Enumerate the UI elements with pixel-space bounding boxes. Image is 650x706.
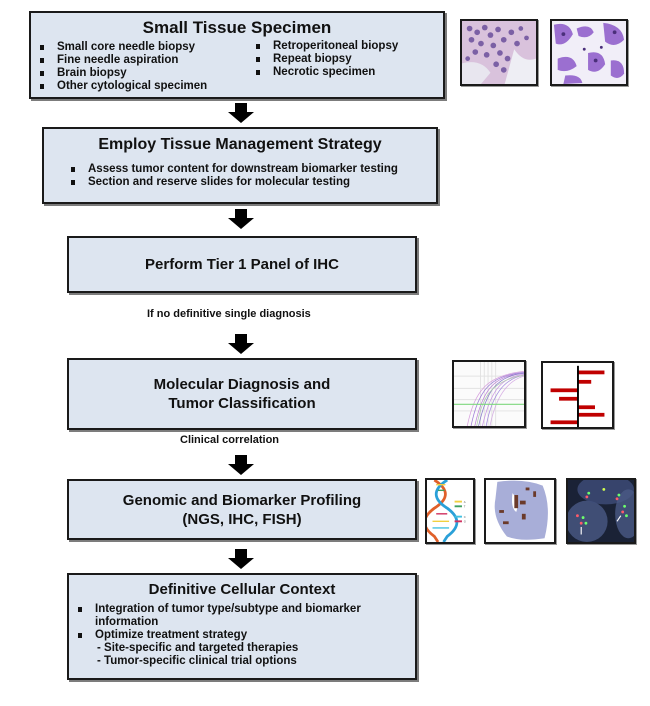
step-title-line1: Molecular Diagnosis and [153,376,331,393]
context-list: Integration of tumor type/subtype and bi… [75,603,415,642]
step-title: Perform Tier 1 Panel of IHC [145,256,339,273]
list-item: Assess tumor content for downstream biom… [68,163,438,176]
step-title: Definitive Cellular Context [148,581,336,598]
h-and-e-histology-image [460,19,538,86]
dna-legend-t: T [464,505,466,509]
list-item: Section and reserve slides for molecular… [68,176,438,189]
down-arrow-icon [228,455,254,475]
step-title-line2: (NGS, IHC, FISH) [182,511,302,528]
step-tier1-ihc-panel: Perform Tier 1 Panel of IHC [67,236,417,293]
step-title: Small Tissue Specimen [142,18,332,37]
dna-double-helix-image: A T C G [425,478,475,544]
list-item-text: Optimize treatment strategy [95,629,248,641]
fish-fluorescence-image [566,478,636,544]
specimen-list-right: Retroperitoneal biopsy Repeat biopsy Nec… [253,40,443,79]
bar-diagram-image [541,361,614,429]
connector-label: If no definitive single diagnosis [147,308,311,320]
list-item-line1: Integration of tumor type/subtype and bi… [95,603,361,615]
cytology-smear-image [550,19,628,86]
dna-legend-c: C [464,515,466,519]
step-tissue-management-strategy: Employ Tissue Management Strategy Assess… [42,127,438,204]
sub-item: - Tumor-specific clinical trial options [97,655,297,667]
ihc-stained-section-image [484,478,556,544]
step-title-line1: Genomic and Biomarker Profiling [122,492,362,509]
list-item: Integration of tumor type/subtype and bi… [75,603,415,629]
list-item: Fine needle aspiration [37,54,257,67]
list-item: Necrotic specimen [253,66,443,79]
list-item: Small core needle biopsy [37,41,257,54]
list-item: Retroperitoneal biopsy [253,40,443,53]
specimen-list-left: Small core needle biopsy Fine needle asp… [37,41,257,93]
dna-legend-a: A [464,500,466,504]
list-item: Repeat biopsy [253,53,443,66]
list-item: Optimize treatment strategy [75,629,415,642]
down-arrow-icon [228,334,254,354]
dna-legend-g: G [464,520,466,524]
list-item: Other cytological specimen [37,80,257,93]
down-arrow-icon [228,209,254,229]
step-title: Employ Tissue Management Strategy [98,136,382,153]
list-item-line2: information [95,616,159,628]
pcr-amplification-curves-image [452,360,526,428]
connector-label: Clinical correlation [180,434,280,446]
list-item: Brain biopsy [37,67,257,80]
step-genomic-biomarker-profiling: Genomic and Biomarker Profiling (NGS, IH… [67,479,417,540]
down-arrow-icon [228,549,254,569]
step-molecular-diagnosis: Molecular Diagnosis and Tumor Classifica… [67,358,417,430]
sub-item: - Site-specific and targeted therapies [97,642,299,654]
step-title-line2: Tumor Classification [168,395,316,412]
down-arrow-icon [228,103,254,123]
strategy-list: Assess tumor content for downstream biom… [68,163,438,189]
step-definitive-cellular-context: Definitive Cellular Context Integration … [67,573,417,680]
step-small-tissue-specimen: Small Tissue Specimen Small core needle … [29,11,445,99]
